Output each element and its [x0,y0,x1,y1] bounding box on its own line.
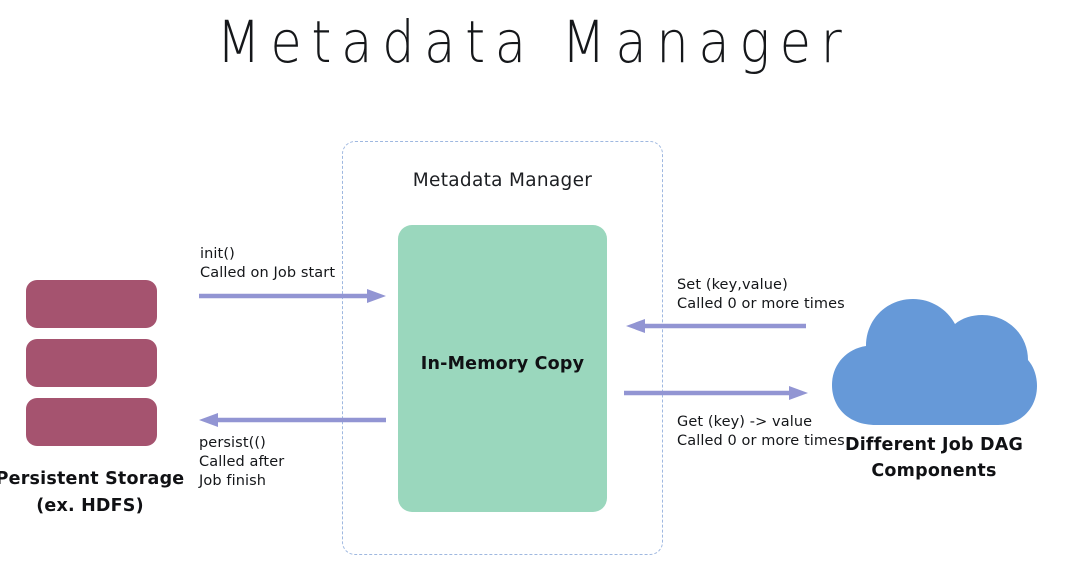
arrow-get [623,385,810,401]
cloud-shape [828,295,1040,428]
arrow-persist [196,412,387,428]
arrow-set [623,318,807,334]
persistent-storage-stack [26,280,157,446]
arrow-persist-caption: persist(() Called after Job finish [199,435,285,489]
metadata-manager-label: Metadata Manager [412,170,593,191]
arrow-init [198,288,388,304]
cloud-label: Different Job DAG Components [844,435,1024,481]
arrow-set-caption: Set (key,value) Called 0 or more times [677,277,845,312]
storage-bar-2 [26,339,157,387]
arrow-get-caption: Get (key) -> value Called 0 or more time… [677,414,845,449]
storage-bar-1 [26,280,157,328]
metadata-manager-boundary [342,141,663,555]
in-memory-copy-box [398,225,607,512]
in-memory-copy-label: In-Memory Copy [420,354,585,374]
arrow-init-caption: init() Called on Job start [200,246,336,281]
page-title: Metadata Manager [216,8,852,76]
persistent-storage-label: Persistent Storage (ex. HDFS) [0,469,185,516]
storage-bar-3 [26,398,157,446]
